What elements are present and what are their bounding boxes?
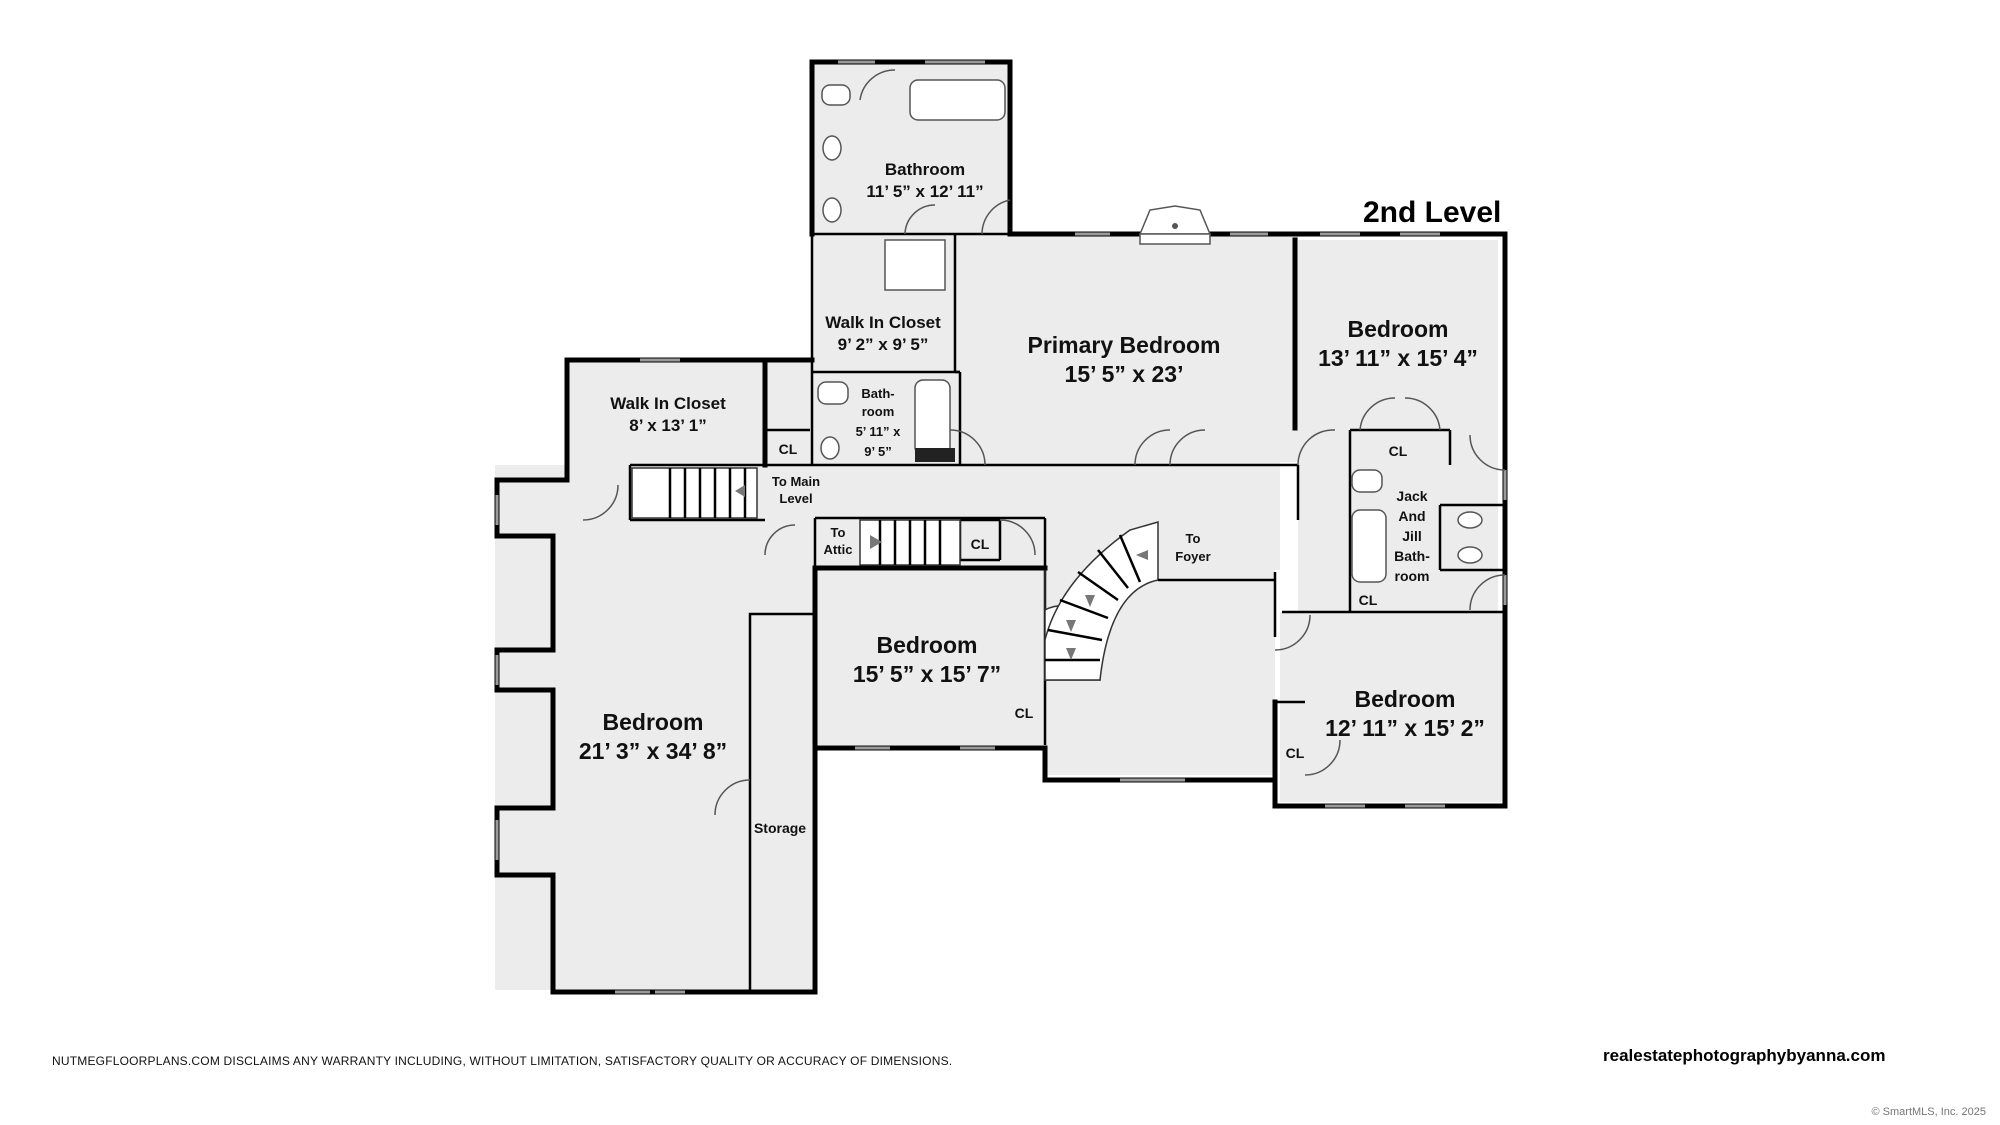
room-label-line: room — [1395, 568, 1430, 584]
room-wic-primary: Walk In Closet 9’ 2” x 9’ 5” — [825, 313, 941, 354]
closet-label: CL — [779, 441, 798, 457]
room-dims: 13’ 11” x 15’ 4” — [1318, 345, 1478, 371]
room-dims: 8’ x 13’ 1” — [629, 416, 707, 435]
room-label-line: room — [862, 404, 895, 419]
stair-labels: To Main Level To Attic To Foyer — [772, 474, 1211, 564]
room-bedroom-ne: Bedroom 13’ 11” x 15’ 4” — [1318, 316, 1478, 371]
room-bedroom-se: Bedroom 12’ 11” x 15’ 2” — [1325, 686, 1485, 741]
room-label-line: 5’ 11” x — [856, 424, 902, 439]
room-label-line: Jack — [1396, 488, 1427, 504]
closet-label: CL — [1389, 443, 1408, 459]
room-label-line: Bath- — [1394, 548, 1430, 564]
arrow-left-icon — [735, 485, 745, 497]
room-label-line: And — [1398, 508, 1425, 524]
room-name: Bedroom — [603, 709, 704, 735]
curved-stair-treads — [1045, 534, 1142, 662]
fireplace — [1138, 205, 1212, 245]
room-label-line: Jill — [1402, 528, 1421, 544]
arrow-left-icon — [1136, 550, 1148, 560]
room-storage-label: Storage — [754, 820, 806, 836]
room-label-line: Bath- — [861, 386, 894, 401]
website-text: realestatephotographybyanna.com — [1603, 1046, 1886, 1065]
room-dims: 15’ 5” x 15’ 7” — [853, 661, 1001, 687]
level-title: 2nd Level — [1363, 196, 1501, 229]
room-name: Bedroom — [1355, 686, 1456, 712]
copyright-text: © SmartMLS, Inc. 2025 — [1871, 1106, 1987, 1118]
disclaimer-text: NUTMEGFLOORPLANS.COM DISCLAIMS ANY WARRA… — [52, 1054, 953, 1068]
stair-label: Foyer — [1175, 549, 1210, 564]
room-bedroom-west: Bedroom 21’ 3” x 34’ 8” — [579, 709, 727, 764]
stair-label: To — [1186, 531, 1201, 546]
stair-treads-main — [668, 468, 747, 518]
stair-label: To — [831, 525, 846, 540]
room-dims: 9’ 2” x 9’ 5” — [838, 335, 929, 354]
closet-label: CL — [1015, 705, 1034, 721]
closet-label: CL — [1286, 745, 1305, 761]
closet-label: CL — [971, 536, 990, 552]
closet-label: CL — [1359, 592, 1378, 608]
stairs — [631, 467, 1275, 681]
walls — [494, 59, 1508, 995]
room-primary-bedroom: Primary Bedroom 15’ 5” x 23’ — [1027, 332, 1220, 387]
stair-label: To Main — [772, 474, 820, 489]
stair-label: Level — [779, 491, 812, 506]
room-master-bath: Bathroom 11’ 5” x 12’ 11” — [866, 160, 983, 201]
room-jack-jill: Jack And Jill Bath- room — [1394, 488, 1430, 584]
room-wic-west: Walk In Closet 8’ x 13’ 1” — [610, 394, 726, 435]
room-name: Bathroom — [885, 160, 965, 179]
room-dims: 21’ 3” x 34’ 8” — [579, 738, 727, 764]
room-name: Primary Bedroom — [1027, 332, 1220, 358]
room-bedroom-mid: Bedroom 15’ 5” x 15’ 7” — [853, 632, 1001, 687]
arrow-down-icon — [1066, 620, 1076, 632]
arrow-down-icon — [1066, 648, 1076, 660]
fixtures — [817, 79, 1483, 583]
windows — [495, 60, 1507, 994]
stair-treads-attic — [878, 520, 942, 565]
room-name: Bedroom — [1348, 316, 1449, 342]
room-name: Walk In Closet — [825, 313, 941, 332]
arrow-down-icon — [1085, 595, 1095, 607]
stair-label: Attic — [824, 542, 853, 557]
door-swings — [582, 69, 1506, 816]
room-small-bath: Bath- room 5’ 11” x 9’ 5” — [856, 386, 902, 459]
room-dims: 12’ 11” x 15’ 2” — [1325, 715, 1485, 741]
room-dims: 11’ 5” x 12’ 11” — [866, 182, 983, 201]
room-label-line: 9’ 5” — [864, 444, 891, 459]
room-name: Bedroom — [877, 632, 978, 658]
room-name: Walk In Closet — [610, 394, 726, 413]
arrow-right-icon — [870, 535, 882, 549]
closet-labels: CL CL CL CL CL CL — [779, 441, 1408, 761]
room-dims: 15’ 5” x 23’ — [1065, 361, 1184, 387]
